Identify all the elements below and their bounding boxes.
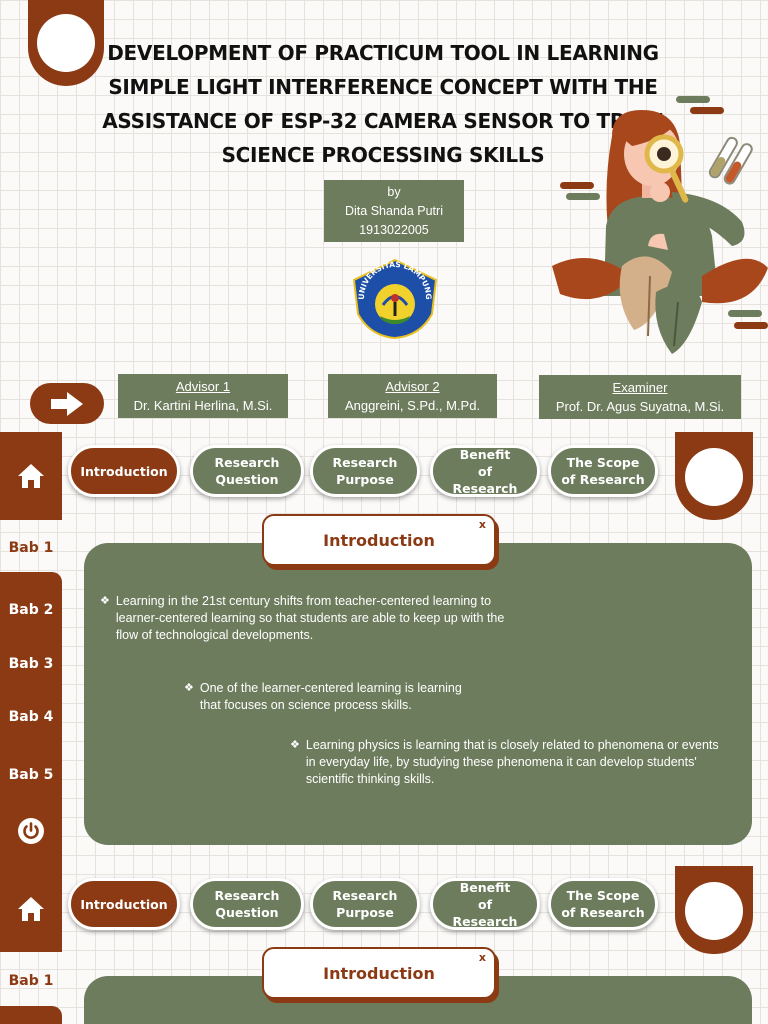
tab-introduction[interactable]: Introduction [68,445,180,497]
bullet-3-text: Learning physics is learning that is clo… [305,738,719,786]
bullet-3: ❖ Learning physics is learning that is c… [290,737,720,788]
diamond-bullet-icon: ❖ [100,595,110,607]
chapter-sidebar [0,1006,62,1024]
bullet-2: ❖ One of the learner-centered learning i… [184,680,484,714]
examiner-role[interactable]: Examiner [612,380,668,395]
tab-introduction[interactable]: Introduction [68,878,180,930]
home-button[interactable] [0,432,62,520]
bullet-1: ❖ Learning in the 21st century shifts fr… [100,593,520,644]
bullet-2-text: One of the learner-centered learning is … [199,681,462,712]
author-name: Dita Shanda Putri [345,204,443,218]
chapter-bab-3[interactable]: Bab 3 [8,656,54,672]
author-box: by Dita Shanda Putri 1913022005 [324,180,464,242]
researcher-illustration [552,96,768,365]
chapter-bab-4[interactable]: Bab 4 [8,709,54,725]
tab-research-purpose[interactable]: Research Purpose [310,445,420,497]
tab-research-question[interactable]: Research Question [190,878,304,930]
chapter-sidebar [0,572,62,866]
tab-benefit-of-research[interactable]: Benefit of Research [430,878,540,930]
diamond-bullet-icon: ❖ [184,682,194,694]
tab-research-question[interactable]: Research Question [190,445,304,497]
advisor-1-box: Advisor 1 Dr. Kartini Herlina, M.Si. [118,374,288,418]
chapter-bab-2[interactable]: Bab 2 [8,602,54,618]
section-header: Introduction x [262,514,496,566]
chapter-bab-1[interactable]: Bab 1 [8,540,54,556]
top-right-decoration [675,432,753,520]
home-icon [18,464,44,488]
chapter-bab-1[interactable]: Bab 1 [8,973,54,989]
tab-scope-of-research[interactable]: The Scope of Research [548,445,658,497]
advisor-2-name: Anggreini, S.Pd., M.Pd. [344,398,481,413]
advisor-2-box: Advisor 2 Anggreini, S.Pd., M.Pd. [328,374,497,418]
advisor-1-role[interactable]: Advisor 1 [175,379,231,394]
home-button[interactable] [0,866,62,952]
advisor-2-role[interactable]: Advisor 2 [385,379,440,394]
home-icon [18,897,44,921]
close-icon[interactable]: x [478,951,486,964]
section-header-title: Introduction [323,530,435,550]
introduction-content: ❖ Learning in the 21st century shifts fr… [84,543,752,845]
section-header: Introduction x [262,947,496,999]
close-icon[interactable]: x [478,518,486,531]
bullet-1-text: Learning in the 21st century shifts from… [115,594,505,642]
diamond-bullet-icon: ❖ [290,739,300,751]
section-header-title: Introduction [323,963,435,983]
tab-benefit-of-research[interactable]: Benefit of Research [430,445,540,497]
university-logo: UNIVERSITAS LAMPUNG [350,258,440,345]
arrow-right-icon [51,391,83,416]
power-icon [18,818,44,844]
top-right-decoration [675,866,753,954]
presentation-title: DEVELOPMENT OF PRACTICUM TOOL IN LEARNIN… [102,41,664,167]
power-button[interactable] [17,817,45,850]
examiner-name: Prof. Dr. Agus Suyatna, M.Si. [555,399,725,414]
top-left-decoration [28,0,104,86]
student-id: 1913022005 [359,223,429,237]
chapter-bab-5[interactable]: Bab 5 [8,767,54,783]
advisor-1-name: Dr. Kartini Herlina, M.Si. [133,398,273,413]
by-label: by [387,185,401,199]
next-slide-button[interactable] [30,383,104,424]
tab-research-purpose[interactable]: Research Purpose [310,878,420,930]
examiner-box: Examiner Prof. Dr. Agus Suyatna, M.Si. [539,375,741,419]
tab-scope-of-research[interactable]: The Scope of Research [548,878,658,930]
